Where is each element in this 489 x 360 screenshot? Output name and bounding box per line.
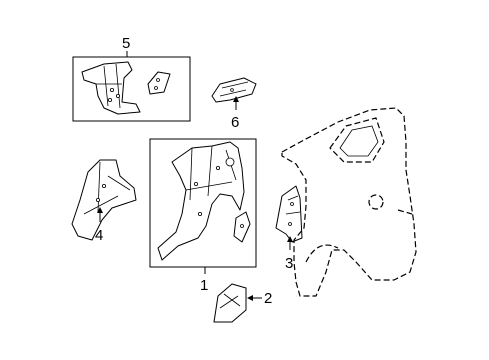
callout-6: 6	[231, 114, 239, 131]
part-5-small-plate	[147, 71, 171, 95]
part-4-wheelhouse	[71, 159, 137, 241]
callout-4: 4	[95, 227, 103, 244]
part-1-inner-quarter-panel	[157, 141, 245, 261]
part-3-reinforcement	[275, 185, 303, 243]
vehicle-body-outline	[281, 107, 417, 297]
part-1-small-bracket	[233, 211, 251, 243]
callout-2: 2	[264, 290, 272, 307]
callout-3: 3	[285, 255, 293, 272]
part-5-box	[72, 56, 191, 122]
part-5-bracket	[81, 61, 141, 115]
arrow-2	[247, 295, 253, 301]
callout-5: 5	[122, 35, 130, 52]
part-1-box	[149, 138, 257, 268]
part-6-bracket	[211, 77, 257, 103]
callout-1: 1	[200, 277, 208, 294]
arrow-6	[233, 96, 239, 102]
arrow-3	[287, 236, 293, 242]
arrow-4	[97, 207, 103, 213]
part-2-extension	[213, 283, 247, 323]
